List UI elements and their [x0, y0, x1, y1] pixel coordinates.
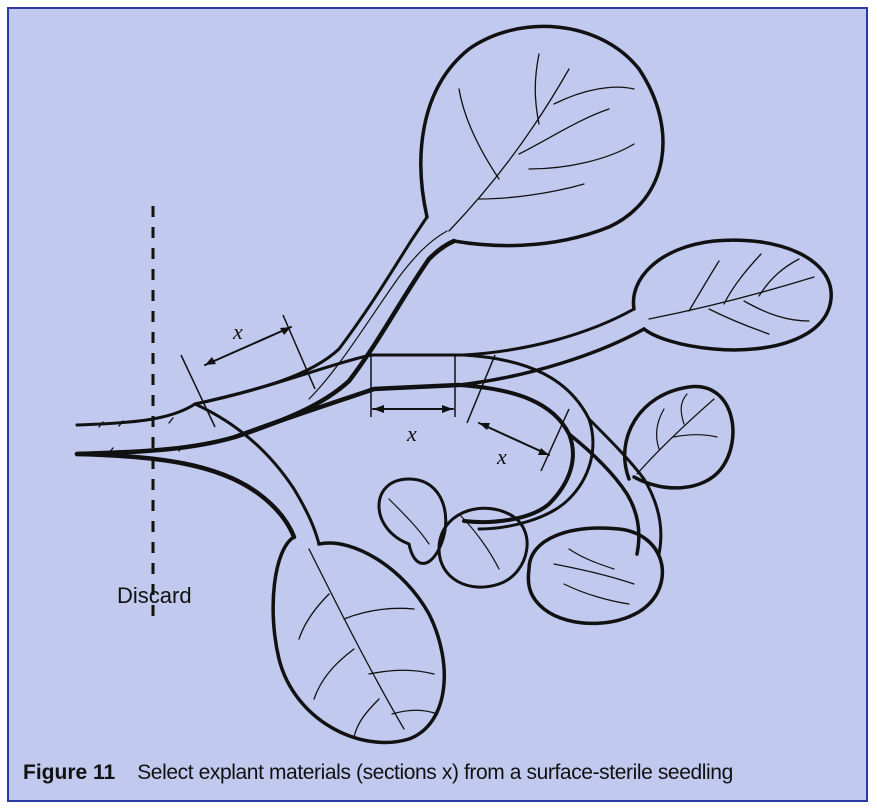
section-label-1: x: [232, 319, 243, 344]
section-label-3: x: [496, 444, 507, 469]
figure-frame: x x x Discard Figure 11 Select explant ma…: [7, 7, 868, 802]
right-leaf: [633, 240, 831, 350]
lower-branch: [77, 404, 319, 544]
section-bracket-1: [181, 315, 315, 427]
figure-caption: Figure 11 Select explant materials (secti…: [23, 761, 733, 785]
figure-number: Figure 11: [23, 761, 115, 784]
caption-text: Select explant materials (sections x) fr…: [137, 761, 733, 784]
section-label-2: x: [406, 421, 417, 446]
curled-shoot: [459, 355, 661, 554]
lower-leaf: [273, 537, 444, 742]
main-stem: [77, 355, 464, 454]
top-leaf: [421, 26, 663, 245]
discard-label: Discard: [117, 583, 192, 609]
seedling-diagram: x x x: [9, 9, 866, 800]
